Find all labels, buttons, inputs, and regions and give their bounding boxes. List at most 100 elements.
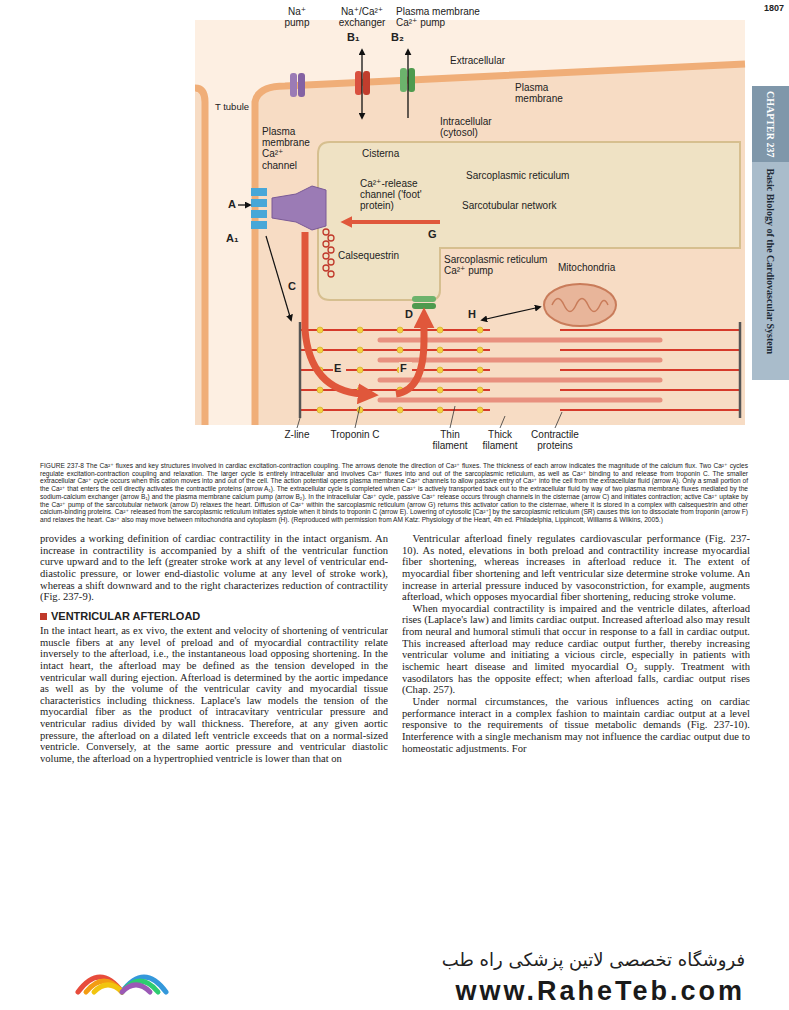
pump-label: Na⁺ pump	[279, 6, 315, 28]
protein-label: Calsequestrin	[338, 250, 418, 261]
watermark-url: www.RaheTeb.com	[330, 976, 745, 1006]
text-column: Ventricular afterload finely regulates c…	[402, 533, 750, 944]
organelle-label: Mitochondria	[558, 262, 638, 273]
leader-lines	[297, 406, 562, 428]
myofilaments-part	[357, 327, 363, 333]
body-paragraph: When myocardial contractility is impaire…	[402, 603, 750, 696]
myofilaments-part	[477, 347, 483, 353]
flux-arrows-part	[396, 324, 424, 394]
myofilaments-part	[380, 398, 660, 403]
calsequestrin-chain-part	[323, 265, 329, 271]
heading-row: VENTRICULAR AFTERLOAD	[40, 610, 388, 622]
myofilaments-part	[397, 407, 403, 413]
myofilaments-part	[560, 409, 740, 411]
flux-arrows-part	[238, 204, 250, 205]
chapter-tab-inner: CHAPTER 237Basic Biology of the Cardiova…	[752, 86, 789, 380]
watermark-text: فروشگاه تخصصی لاتین پزشکی راه طب	[360, 950, 745, 970]
channel-label: Ca²⁺-release channel ('foot' protein)	[360, 178, 446, 212]
region-label: Cisterna	[362, 148, 422, 159]
myofilaments-part	[357, 407, 363, 413]
pump-label: Sarcoplasmic reticulum Ca²⁺ pump	[444, 254, 550, 276]
footer-logo-part	[86, 981, 122, 992]
flux-arrows-part	[407, 50, 408, 118]
leader-lines-part	[555, 412, 562, 428]
myofilaments-part	[477, 387, 483, 393]
cell-background-part	[195, 64, 745, 425]
myofilaments-part	[317, 327, 323, 333]
figure-caption: FIGURE 237-8 The Ca²⁺ fluxes and key str…	[40, 462, 748, 524]
part-label: Thick filament	[478, 429, 522, 451]
arrow-letter: F	[399, 362, 412, 374]
text-column: provides a working definition of cardiac…	[40, 533, 388, 944]
calsequestrin-chain-part	[328, 235, 334, 241]
footer-logo-part	[94, 985, 122, 992]
footer-logo-part	[122, 977, 166, 992]
footer-logo-part	[122, 981, 158, 992]
chapter-tab: CHAPTER 237Basic Biology of the Cardiova…	[752, 86, 789, 380]
ion-pumps-part	[412, 296, 436, 302]
arrow-letter: B₂	[391, 31, 405, 43]
leader-lines-part	[450, 406, 455, 428]
calsequestrin-chain-part	[323, 229, 329, 235]
chapter-number: CHAPTER 237	[752, 86, 789, 162]
footer-logo	[78, 977, 166, 992]
footer-band	[0, 945, 789, 1010]
footer-logo-part	[78, 977, 122, 992]
footer-band-part	[0, 945, 789, 1010]
chapter-title: Basic Biology of the Cardiovascular Syst…	[765, 162, 776, 354]
myofilaments-part	[397, 347, 403, 353]
sarcoplasmic-reticulum	[318, 142, 740, 300]
calsequestrin-chain-part	[328, 259, 334, 265]
footer-logo-part	[122, 985, 150, 992]
myofilaments-part	[560, 369, 740, 371]
region-label: Sarcoplasmic reticulum	[466, 170, 606, 181]
foot-protein-part	[272, 186, 326, 230]
calcium-channel-part	[251, 210, 267, 218]
myofilaments-part	[357, 347, 363, 353]
part-label: Troponin C	[322, 429, 388, 440]
myofilaments-part	[380, 378, 660, 383]
calcium-channel-part	[251, 188, 267, 196]
calcium-channel-part	[251, 199, 267, 207]
ion-pumps-part	[355, 71, 362, 95]
mitochondrion	[544, 284, 616, 326]
myofilaments-part	[477, 367, 483, 373]
leader-lines-part	[500, 416, 505, 428]
exchanger-label: Na⁺/Ca²⁺ exchanger	[330, 6, 394, 28]
leader-lines-part	[355, 406, 360, 428]
myofilaments-part	[437, 347, 443, 353]
ion-pumps-part	[408, 68, 415, 92]
myofilaments-part	[300, 369, 490, 371]
ion-pumps-part	[412, 303, 436, 309]
myofilaments-part	[477, 327, 483, 333]
myofilaments-part	[437, 407, 443, 413]
ion-pumps-part	[400, 68, 407, 92]
myofilaments-part	[300, 409, 490, 411]
arrow-letter: B₁	[347, 31, 361, 43]
flux-arrows	[238, 50, 540, 394]
calsequestrin-chain-part	[328, 247, 334, 253]
flux-arrows-part	[266, 236, 291, 320]
region-label: T tubule	[210, 102, 254, 113]
pump-label: Plasma membrane Ca²⁺ pump	[396, 6, 492, 28]
myofilaments-part	[300, 329, 490, 331]
arrow-letter: C	[288, 280, 299, 292]
sarcoplasmic-reticulum-part	[318, 142, 740, 300]
cell-background-part	[195, 20, 745, 425]
calsequestrin-chain-part	[323, 241, 329, 247]
ion-pumps-part	[290, 73, 297, 97]
calcium-channel	[251, 188, 267, 229]
myofilaments-part	[397, 327, 403, 333]
arrow-letter: G	[428, 228, 440, 240]
myofilaments	[300, 322, 740, 418]
myofilaments-part	[437, 387, 443, 393]
calsequestrin-chain-part	[328, 271, 334, 277]
part-label: Z-line	[270, 429, 324, 440]
myofilaments-part	[299, 322, 302, 418]
myofilaments-part	[560, 389, 740, 391]
arrow-letter: A	[228, 198, 238, 210]
mitochondrion-part	[544, 284, 616, 326]
myofilaments-part	[477, 407, 483, 413]
plasma-membrane	[195, 64, 745, 425]
